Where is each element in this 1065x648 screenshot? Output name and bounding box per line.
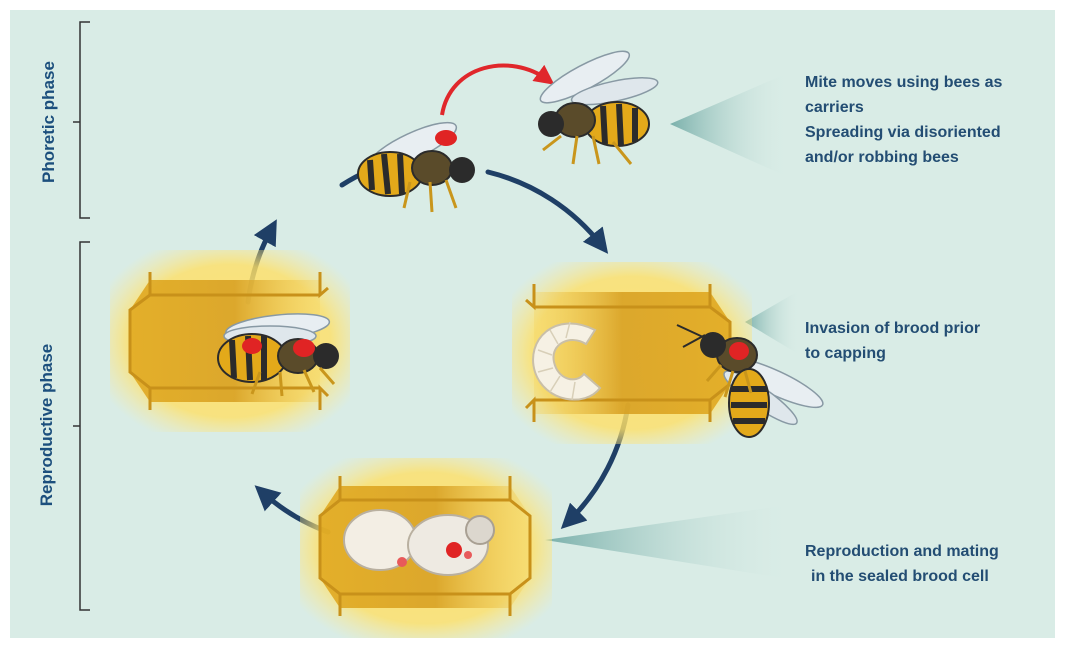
phoretic-phase-label: Phoretic phase	[39, 57, 59, 187]
bee-phoretic-recipient	[535, 43, 660, 164]
phoretic-note: Mite moves using bees as carriers Spread…	[805, 70, 1002, 170]
mite-pupa-3	[464, 551, 472, 559]
bee-phoretic-carrier	[358, 114, 475, 212]
invasion-note-line-1: Invasion of brood prior	[805, 316, 980, 341]
phoretic-note-line-2: carriers	[805, 95, 1002, 120]
invasion-note: Invasion of brood prior to capping	[805, 316, 980, 366]
mite-on-invading-bee	[729, 342, 749, 360]
mite-on-left-bee-1	[242, 338, 262, 354]
mite-transfer-arrow	[442, 65, 548, 115]
phoretic-note-line-4: and/or robbing bees	[805, 145, 1002, 170]
diagram-canvas: Phoretic phase Reproductive phase Mite m…	[10, 10, 1055, 638]
cycle-arrow-top-right	[488, 172, 602, 246]
reproduction-note-line-1: Reproduction and mating	[805, 539, 999, 564]
phoretic-bracket	[73, 22, 90, 218]
phoretic-beam	[670, 72, 790, 178]
reproductive-bracket	[73, 242, 90, 610]
reproductive-phase-label: Reproductive phase	[37, 340, 57, 510]
reproduction-note: Reproduction and mating in the sealed br…	[805, 539, 999, 589]
mite-pupa-1	[446, 542, 462, 558]
mite-pupa-2	[397, 557, 407, 567]
invasion-note-line-2: to capping	[805, 341, 980, 366]
mite-on-left-bee-2	[293, 339, 315, 357]
reproduction-beam	[545, 504, 795, 580]
phoretic-note-line-3: Spreading via disoriented	[805, 120, 1002, 145]
mite-on-carrier	[435, 130, 457, 146]
reproduction-note-line-2: in the sealed brood cell	[805, 564, 999, 589]
phoretic-note-line-1: Mite moves using bees as	[805, 70, 1002, 95]
